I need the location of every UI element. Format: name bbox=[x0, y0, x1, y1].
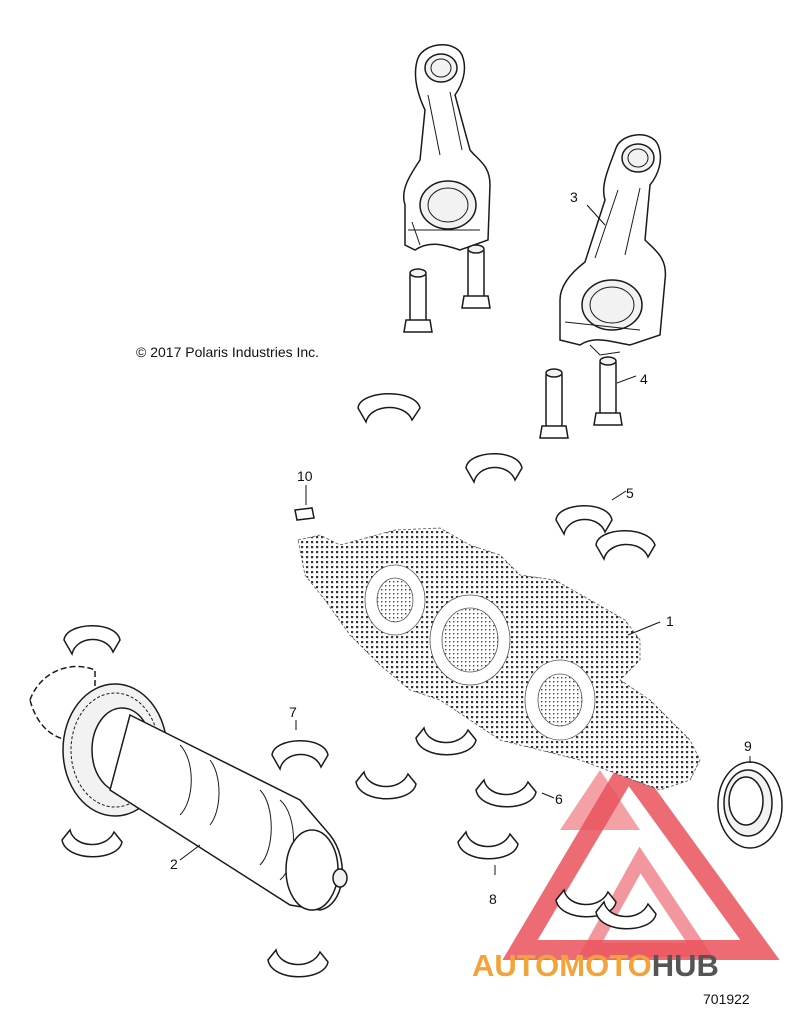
bearing-shell bbox=[415, 726, 477, 756]
watermark-text-hub: HUB bbox=[652, 948, 719, 983]
watermark-text-automoto: AUTOMOTO bbox=[472, 948, 652, 983]
bearing-shell bbox=[61, 828, 123, 858]
copyright-text: © 2017 Polaris Industries Inc. bbox=[136, 344, 319, 360]
callout-9: 9 bbox=[744, 738, 752, 754]
bearing-shell bbox=[457, 830, 519, 860]
bearing-shell bbox=[555, 505, 613, 537]
bearing-shell bbox=[267, 948, 329, 978]
bearing-shell bbox=[595, 900, 657, 930]
callout-4: 4 bbox=[640, 371, 648, 387]
rod-bolt bbox=[403, 268, 433, 333]
rod-bolt bbox=[539, 368, 569, 439]
callout-3: 3 bbox=[570, 189, 578, 205]
crankshaft bbox=[297, 527, 701, 791]
connecting-rod-upper bbox=[403, 44, 491, 251]
connecting-rod-right bbox=[559, 134, 667, 356]
callout-1: 1 bbox=[666, 613, 674, 629]
bearing-shell bbox=[271, 740, 329, 772]
bearing-shell bbox=[63, 625, 121, 657]
rod-bolt bbox=[593, 356, 623, 426]
woodruff-key bbox=[294, 507, 315, 521]
bearing-shell bbox=[355, 770, 417, 800]
leader-lines bbox=[179, 204, 751, 875]
rod-bolts bbox=[403, 244, 623, 439]
callout-2: 2 bbox=[170, 856, 178, 872]
callout-7: 7 bbox=[289, 704, 297, 720]
bearing-shell bbox=[475, 778, 537, 808]
balance-shaft bbox=[29, 665, 348, 911]
callout-5: 5 bbox=[626, 485, 634, 501]
bearing-shell bbox=[595, 530, 656, 562]
bearing-shell bbox=[465, 453, 523, 485]
callout-10: 10 bbox=[297, 468, 313, 484]
callout-6: 6 bbox=[555, 791, 563, 807]
watermark-text: AUTOMOTOHUB bbox=[472, 948, 719, 983]
rod-bolt bbox=[461, 244, 491, 309]
document-number: 701922 bbox=[703, 991, 750, 1007]
bearing-shell bbox=[357, 393, 421, 425]
oil-seal bbox=[717, 761, 783, 849]
callout-8: 8 bbox=[489, 891, 497, 907]
